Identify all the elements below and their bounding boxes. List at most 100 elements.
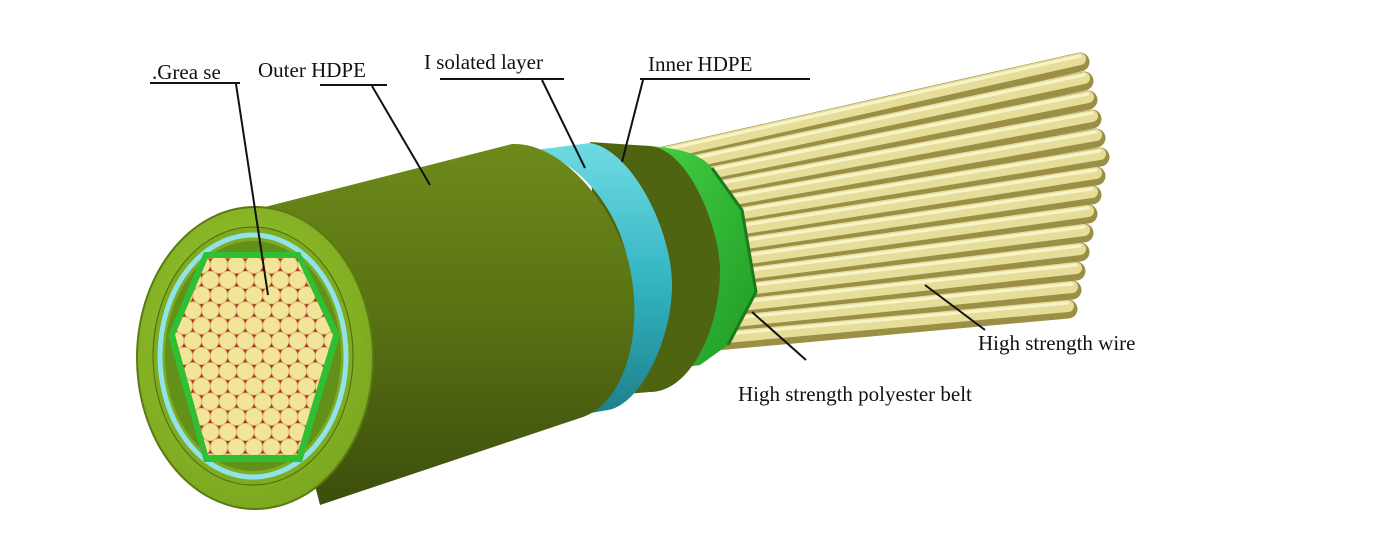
wire-strand xyxy=(244,438,263,455)
wire-strand xyxy=(209,258,228,274)
wire-strand xyxy=(227,316,246,335)
wire-leader xyxy=(924,284,986,331)
wire-strand xyxy=(201,301,220,320)
wire-strand xyxy=(271,453,290,455)
wire-strand xyxy=(244,407,263,426)
wire-strand xyxy=(288,392,307,411)
wire-strand xyxy=(209,316,228,335)
wire-strand xyxy=(288,331,307,350)
inner-hdpe-leader xyxy=(621,79,644,163)
wire-rod-highlight xyxy=(653,111,1094,197)
wire-strand xyxy=(262,316,281,335)
wire-strand xyxy=(209,377,228,396)
wire-strands-cross-section xyxy=(140,256,333,471)
wire-strand xyxy=(209,346,228,365)
wire-rod xyxy=(649,72,1090,176)
outer-hdpe-label: Outer HDPE xyxy=(258,58,366,82)
wire-strand xyxy=(149,454,166,471)
wire-strand xyxy=(271,392,290,411)
wire-strand xyxy=(227,346,246,365)
wire-strand xyxy=(279,377,298,396)
wire-strand xyxy=(236,392,255,411)
wire-strand xyxy=(183,331,202,350)
wire-strand xyxy=(262,438,281,455)
isolated-layer-label: I solated layer xyxy=(424,50,543,74)
wire-strand xyxy=(227,377,246,396)
wire-strand xyxy=(227,286,246,305)
wire-rod xyxy=(649,110,1098,205)
wire-strand xyxy=(262,346,281,365)
wire-bundle xyxy=(645,52,1110,356)
wire-strand xyxy=(192,316,211,335)
wire-strand xyxy=(236,258,255,259)
grease-leader xyxy=(235,83,269,296)
wire-strand xyxy=(192,377,211,396)
wire-strand xyxy=(271,258,290,259)
wire-strand xyxy=(236,270,255,289)
cross-section-face xyxy=(136,206,374,510)
wire-strand xyxy=(244,258,263,274)
wire-strand xyxy=(218,422,237,441)
wire-strand xyxy=(288,301,307,320)
wire-strand xyxy=(253,453,272,455)
wire-strand xyxy=(183,362,202,381)
wire-strand xyxy=(279,407,298,426)
wire-rod xyxy=(649,53,1086,161)
wire-strand xyxy=(209,438,228,455)
leader-lines xyxy=(150,78,986,361)
wire-strand xyxy=(201,331,220,350)
wire-strand xyxy=(227,258,246,274)
wire-strand xyxy=(306,331,325,350)
wire-strand xyxy=(244,286,263,305)
grease-label: .Grea se xyxy=(152,60,221,84)
wire-rod xyxy=(649,91,1094,190)
wire-strand xyxy=(236,453,255,455)
polyester-belt-label: High strength polyester belt xyxy=(738,382,972,406)
wire-strand xyxy=(262,258,281,274)
wire-strand xyxy=(201,453,220,455)
wire-strand xyxy=(218,301,237,320)
wire-strand xyxy=(236,301,255,320)
wire-strand xyxy=(288,270,307,289)
wire-strand xyxy=(271,331,290,350)
wire-strand xyxy=(192,286,211,305)
wire-strand xyxy=(253,270,272,289)
polyester-belt-leader xyxy=(751,311,807,361)
wire-strand xyxy=(209,286,228,305)
wire-rod-highlight xyxy=(653,73,1086,168)
wire-strand xyxy=(218,392,237,411)
wire-strand xyxy=(140,256,157,273)
wire-strand xyxy=(201,258,220,259)
wire-strand xyxy=(218,362,237,381)
wire-strand xyxy=(236,362,255,381)
wire-rod-highlight xyxy=(653,54,1082,154)
wire-rod-highlight xyxy=(653,92,1090,183)
wire-strand xyxy=(244,316,263,335)
wire-strand xyxy=(297,316,316,335)
wire-strand xyxy=(253,301,272,320)
wire-strand xyxy=(279,346,298,365)
inner-hdpe-label: Inner HDPE xyxy=(648,52,753,76)
wire-strand xyxy=(218,453,237,455)
wire-strand xyxy=(209,407,228,426)
wire-strand xyxy=(279,286,298,305)
wire-strand xyxy=(253,392,272,411)
wire-strand xyxy=(227,407,246,426)
wire-strand xyxy=(201,270,220,289)
wire-strand xyxy=(271,362,290,381)
outer-hdpe-leader xyxy=(371,85,431,186)
wire-strand xyxy=(201,422,220,441)
wire-strand xyxy=(279,438,298,455)
wire-strand xyxy=(192,346,211,365)
wire-strand xyxy=(271,422,290,441)
wire-strand xyxy=(218,270,237,289)
wire-strand xyxy=(262,377,281,396)
wire-strand xyxy=(253,331,272,350)
wire-strand xyxy=(271,270,290,289)
wire-strand xyxy=(279,258,298,274)
wire-strand xyxy=(279,316,298,335)
wire-strand xyxy=(218,258,237,259)
wire-strand xyxy=(262,286,281,305)
